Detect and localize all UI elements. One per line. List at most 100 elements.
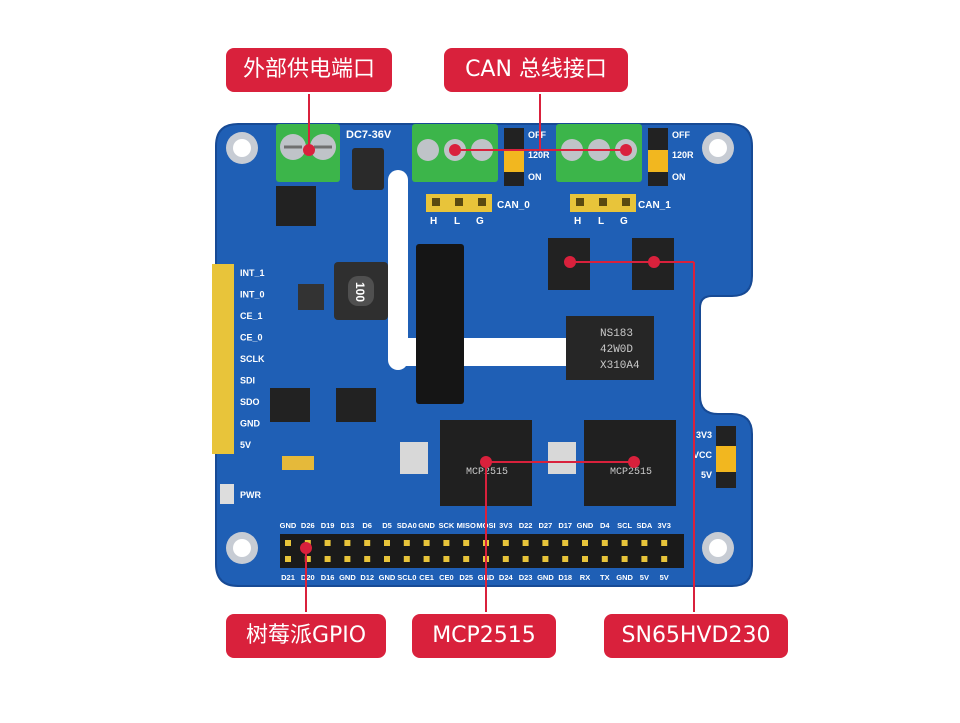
- vcc-label: 3V3: [696, 430, 712, 440]
- mounting-hole-tr: [702, 132, 734, 164]
- gpio-bottom-label: CE1: [419, 573, 434, 582]
- callout-sn65hvd230: SN65HVD230: [604, 614, 788, 658]
- gpio-top-label: D5: [382, 521, 392, 530]
- gpio-pin: [562, 556, 569, 562]
- jumper-on-label: ON: [528, 172, 542, 182]
- gpio-pin: [344, 556, 351, 562]
- gpio-header: [280, 534, 684, 568]
- gpio-pin: [364, 540, 371, 546]
- gpio-pin: [463, 540, 470, 546]
- power-voltage-label: DC7-36V: [346, 129, 392, 141]
- isolator-chip-left: [270, 388, 310, 422]
- pwr-label: PWR: [240, 490, 261, 500]
- gpio-bottom-label: D16: [321, 573, 335, 582]
- gpio-top-label: SCK: [438, 521, 454, 530]
- gpio-top-label: MISO: [457, 521, 476, 530]
- gpio-bottom-label: SCL0: [397, 573, 416, 582]
- gpio-pin: [562, 540, 569, 546]
- mounting-hole-tl: [226, 132, 258, 164]
- gpio-pin: [621, 556, 628, 562]
- gpio-pin: [364, 556, 371, 562]
- gpio-top-label: D26: [301, 521, 315, 530]
- jumper-on-label-right: ON: [672, 172, 686, 182]
- can1-terminal-block: [556, 124, 642, 182]
- jumper-120r-label-right: 120R: [672, 150, 694, 160]
- left-pin-header: [212, 264, 234, 454]
- can1-l-label: L: [598, 216, 604, 227]
- capacitor: [282, 456, 314, 470]
- gpio-top-label: 3V3: [658, 521, 671, 530]
- gpio-pin: [582, 540, 588, 546]
- jumper-off-label: OFF: [528, 130, 546, 140]
- gpio-pin: [621, 540, 628, 546]
- left-header-label: INT_0: [240, 290, 265, 300]
- isolator-chip: NS183 42W0D X310A4: [566, 316, 654, 380]
- left-header-label: SDO: [240, 397, 260, 407]
- gpio-pin: [285, 540, 291, 546]
- gpio-pin: [502, 540, 509, 546]
- gpio-pin: [502, 556, 509, 562]
- gpio-top-label: GND: [418, 521, 435, 530]
- can0-h-label: H: [430, 216, 437, 227]
- gpio-top-label: D6: [362, 521, 372, 530]
- can1-label: CAN_1: [638, 200, 671, 211]
- gpio-bottom-label: D12: [360, 573, 374, 582]
- mounting-hole-bl: [226, 532, 258, 564]
- callout-mcp2515: MCP2515: [412, 614, 556, 658]
- left-header-label: CE_1: [240, 311, 263, 321]
- mcp-chip-label-0: MCP2515: [466, 467, 508, 478]
- gpio-pin: [423, 540, 430, 546]
- crystal-1: [548, 442, 576, 474]
- power-ic: [276, 186, 316, 226]
- gpio-pin: [641, 540, 648, 546]
- gpio-bottom-label: GND: [616, 573, 633, 582]
- can1-g-label: G: [620, 216, 628, 227]
- gpio-bottom-labels: D21D20D16GNDD12GNDSCL0CE1CE0D25GNDD24D23…: [281, 573, 669, 582]
- diode: [352, 148, 384, 190]
- gpio-top-label: GND: [280, 521, 297, 530]
- callout-can-port: CAN 总线接口: [444, 48, 628, 92]
- can0-pin-header: [426, 194, 492, 212]
- can0-g-label: G: [476, 216, 484, 227]
- pwr-led: [220, 484, 234, 504]
- jumper-120r-can0: [504, 128, 524, 186]
- callout-lines: [300, 94, 695, 612]
- gpio-pin: [324, 556, 331, 562]
- gpio-pin: [522, 556, 529, 562]
- gpio-pin: [601, 540, 608, 546]
- iso-chip-line1: NS183: [600, 328, 633, 340]
- gpio-top-label: D4: [600, 521, 610, 530]
- gpio-bottom-label: 5V: [660, 573, 669, 582]
- isolation-module: [416, 244, 464, 404]
- gpio-pin: [384, 540, 390, 546]
- gpio-pin: [463, 556, 470, 562]
- gpio-top-label: D17: [558, 521, 572, 530]
- gpio-bottom-label: GND: [379, 573, 396, 582]
- vcc-label: 5V: [701, 470, 712, 480]
- gpio-bottom-label: D18: [558, 573, 572, 582]
- mcp-chip-label-1: MCP2515: [610, 467, 652, 478]
- gpio-bottom-label: TX: [600, 573, 610, 582]
- gpio-bottom-label: D21: [281, 573, 295, 582]
- gpio-pin: [344, 540, 351, 546]
- gpio-pin: [403, 540, 410, 546]
- left-header-label: CE_0: [240, 333, 263, 343]
- gpio-bottom-label: CE0: [439, 573, 454, 582]
- gpio-top-label: D13: [341, 521, 355, 530]
- left-header-label: GND: [240, 419, 261, 429]
- gpio-bottom-label: RX: [580, 573, 590, 582]
- crystal-0: [400, 442, 428, 474]
- iso-chip-line3: X310A4: [600, 360, 640, 372]
- gpio-top-label: D19: [321, 521, 335, 530]
- can0-label: CAN_0: [497, 200, 530, 211]
- inductor: [334, 262, 388, 320]
- mounting-hole-br: [702, 532, 734, 564]
- gpio-pin: [403, 556, 410, 562]
- gpio-pin: [661, 540, 668, 546]
- gpio-top-label: SDA0: [397, 521, 417, 530]
- gpio-pin: [443, 556, 450, 562]
- gpio-pin: [285, 556, 291, 562]
- gpio-pin: [423, 556, 430, 562]
